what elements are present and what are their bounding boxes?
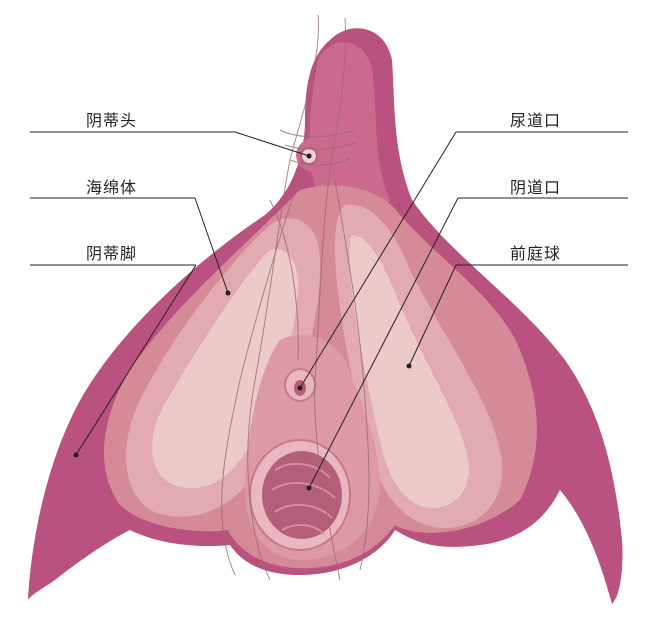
label-glans: 阴蒂头 [86, 111, 138, 130]
leader-crus-pointer [75, 264, 197, 456]
leader-corpus-pointer [194, 197, 229, 294]
leader-dots [73, 153, 412, 491]
label-bulb: 前庭球 [510, 244, 562, 263]
leader-glans-pointer [234, 131, 310, 157]
veins [221, 14, 370, 581]
label-corpus: 海绵体 [86, 178, 138, 197]
left-bulb-inner [152, 249, 299, 489]
leader-lines [30, 131, 628, 489]
leader-vaginal-pointer [308, 197, 459, 489]
leader-urethral-pointer [299, 131, 457, 389]
leader-bulb-pointer [408, 264, 457, 367]
right-bulb-inner [349, 235, 469, 508]
vaginal-opening-shape [262, 451, 342, 539]
label-urethral: 尿道口 [510, 111, 562, 130]
vaginal-folds [271, 462, 336, 535]
label-crus: 阴蒂脚 [86, 244, 138, 263]
label-vaginal: 阴道口 [510, 178, 562, 197]
